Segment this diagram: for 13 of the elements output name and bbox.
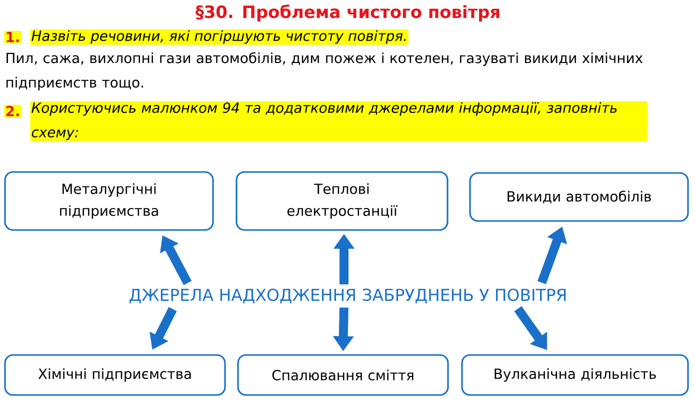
source-box: Хімічні підприємства (4, 354, 226, 396)
question-number: 2. (4, 104, 22, 118)
question-text: Користуючись малюнком 94 та додатковими джерелами інформації, заповніть схему: (30, 101, 648, 142)
source-box: Викиди автомобілів (469, 172, 689, 222)
title: §30. Проблема чистого повітря (196, 4, 500, 22)
question-text: Назвіть речовини, які погіршують чистоту повітря. (30, 29, 408, 45)
center-text: ДЖЕРЕЛА НАДХОДЖЕННЯ ЗАБРУДНЕНЬ У ПОВІТРЯ (130, 288, 566, 304)
answer-text: Пил, сажа, вихлопні гази автомобілів, дим пожеж і котелен, газуваті викиди хімічних підприємств тощо. (6, 52, 643, 90)
source-box: Вулканічна діяльність (461, 354, 689, 396)
source-box: Спалювання сміття (237, 354, 449, 396)
source-box: Металургічні підприємства (4, 171, 214, 231)
question-number: 1. (4, 30, 22, 44)
source-box: Теплові електростанції (236, 171, 448, 231)
